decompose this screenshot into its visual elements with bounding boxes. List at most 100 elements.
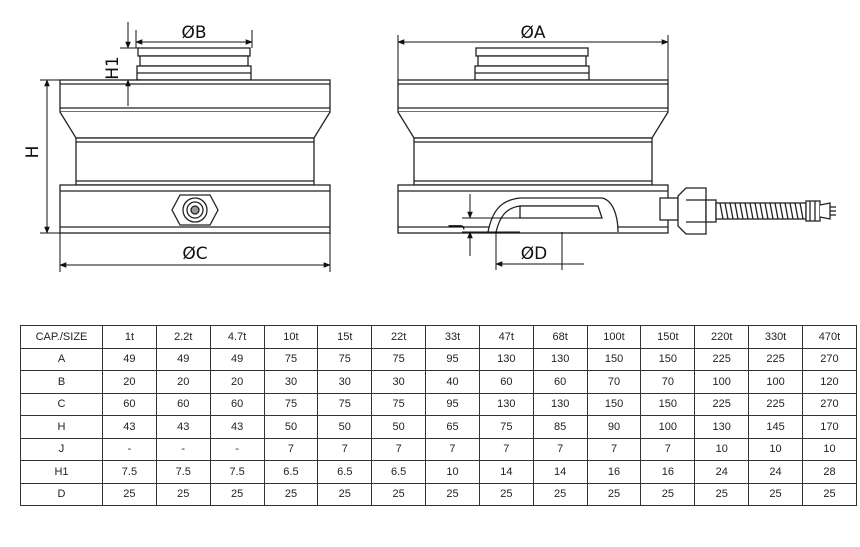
header-capacity-cell: 1t [102, 325, 157, 349]
table-cell: 95 [425, 347, 480, 371]
table-cell: 25 [371, 482, 427, 506]
table-cell: 6.5 [317, 460, 373, 484]
row-label-cell: H [20, 415, 103, 439]
dim-label-b: ØB [181, 23, 206, 43]
header-capacity-cell: 220t [694, 325, 750, 349]
row-label-cell: H1 [20, 460, 103, 484]
table-cell: 100 [748, 370, 803, 394]
table-cell: 43 [209, 415, 265, 439]
table-cell: 24 [748, 460, 803, 484]
row-label-cell: D [20, 482, 103, 506]
table-cell: - [209, 437, 265, 461]
left-dimensions [40, 22, 331, 272]
table-cell: - [155, 437, 211, 461]
table-cell: 50 [317, 415, 373, 439]
table-cell: 10 [425, 460, 480, 484]
table-cell: 7 [640, 437, 696, 461]
table-cell: 60 [532, 370, 588, 394]
header-capacity-cell: 68t [532, 325, 588, 349]
top-button [136, 47, 252, 81]
table-cell: 7 [263, 437, 319, 461]
table-cell: 130 [478, 392, 534, 416]
table-cell: 7 [586, 437, 642, 461]
body-side [413, 137, 653, 186]
technical-drawing: ØB H1 H ØC [23, 22, 836, 272]
table-cell: 7 [371, 437, 427, 461]
table-cell: 25 [586, 482, 642, 506]
table-cell: 43 [102, 415, 157, 439]
cable-gland [659, 187, 717, 235]
table-cell: 7 [532, 437, 588, 461]
table-cell: 40 [425, 370, 480, 394]
table-cell: 75 [263, 347, 319, 371]
table-cell: 130 [694, 415, 750, 439]
table-cell: 25 [694, 482, 750, 506]
table-cell: 25 [640, 482, 696, 506]
header-capacity-cell: 150t [640, 325, 696, 349]
table-cell: 130 [478, 347, 534, 371]
top-flange [59, 79, 331, 113]
table-cell: 225 [748, 347, 803, 371]
table-cell: 100 [640, 415, 696, 439]
table-cell: 20 [102, 370, 157, 394]
table-cell: 49 [102, 347, 157, 371]
table-cell: 25 [801, 482, 858, 506]
table-cell: 30 [263, 370, 319, 394]
table-cell: 25 [478, 482, 534, 506]
top-button-side [474, 47, 590, 81]
table-cell: 130 [532, 347, 588, 371]
table-cell: 75 [478, 415, 534, 439]
table-cell: 90 [586, 415, 642, 439]
row-label-cell: J [20, 437, 103, 461]
header-capacity-cell: 470t [801, 325, 858, 349]
neck-taper [59, 111, 331, 139]
dim-label-c: ØC [182, 244, 207, 264]
table-cell: 7 [317, 437, 373, 461]
table-cell: 6.5 [263, 460, 319, 484]
table-cell: 150 [586, 392, 642, 416]
table-cell: 50 [263, 415, 319, 439]
table-cell: 145 [748, 415, 803, 439]
header-label-cell: CAP./SIZE [20, 325, 103, 349]
row-label-cell: B [20, 370, 103, 394]
table-cell: 7.5 [155, 460, 211, 484]
table-cell: 16 [586, 460, 642, 484]
table-cell: 43 [155, 415, 211, 439]
header-capacity-cell: 2.2t [155, 325, 211, 349]
table-cell: 70 [640, 370, 696, 394]
table-cell: 100 [694, 370, 750, 394]
table-cell: 150 [586, 347, 642, 371]
dim-label-h: H [23, 146, 43, 159]
table-cell: 25 [155, 482, 211, 506]
header-capacity-cell: 100t [586, 325, 642, 349]
table-cell: 225 [694, 392, 750, 416]
table-cell: 20 [155, 370, 211, 394]
row-label-cell: A [20, 347, 103, 371]
table-cell: 24 [694, 460, 750, 484]
table-cell: 95 [425, 392, 480, 416]
table-cell: 7.5 [209, 460, 265, 484]
dim-label-d: ØD [521, 244, 547, 264]
table-cell: 20 [209, 370, 265, 394]
table-cell: 150 [640, 347, 696, 371]
table-cell: 225 [694, 347, 750, 371]
front-view [59, 47, 331, 234]
row-label-cell: C [20, 392, 103, 416]
table-cell: 25 [532, 482, 588, 506]
table-cell: 7.5 [102, 460, 157, 484]
table-cell: 28 [801, 460, 858, 484]
table-cell: 85 [532, 415, 588, 439]
right-dimensions [397, 35, 669, 270]
table-cell: 120 [801, 370, 858, 394]
dim-label-h1: H1 [103, 56, 123, 80]
top-flange-side [397, 79, 669, 113]
table-cell: 270 [801, 347, 858, 371]
table-cell: 49 [209, 347, 265, 371]
body [75, 137, 315, 186]
